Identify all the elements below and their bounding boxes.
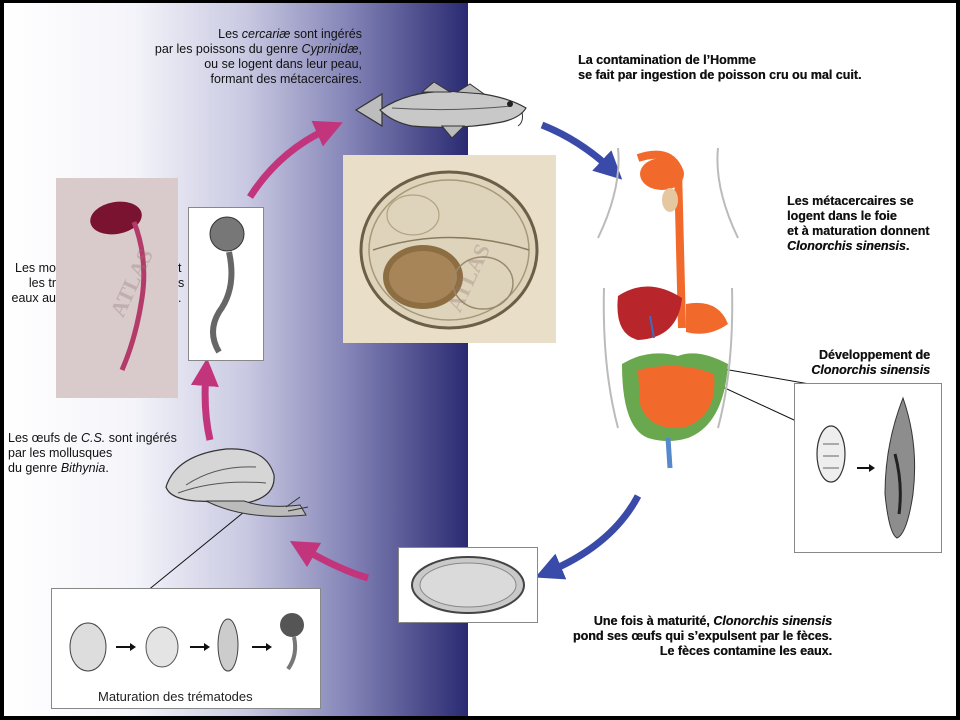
snail-icon bbox=[165, 448, 309, 517]
cercaria-photo: ATLAS bbox=[56, 178, 178, 398]
caption-developpement: Développement de Clonorchis sinensis bbox=[811, 348, 930, 377]
caption-partial-right: t s . bbox=[178, 261, 185, 305]
stage-2-icon bbox=[145, 626, 179, 668]
stage-1-icon bbox=[69, 622, 107, 672]
arrow-fish-to-human bbox=[540, 121, 623, 180]
caption-partial-left: Les mo les tr eaux au bbox=[11, 261, 56, 305]
stage-3-icon bbox=[217, 618, 239, 672]
egg-drawing-icon bbox=[411, 556, 525, 614]
fish-icon bbox=[354, 82, 527, 139]
stage-4-icon bbox=[280, 613, 304, 637]
fluke-development-frame bbox=[794, 383, 942, 553]
arrow-cercaria-to-fish bbox=[247, 120, 343, 199]
fluke-icon bbox=[816, 396, 916, 539]
egg-drawing-frame bbox=[398, 547, 538, 623]
egg-icon bbox=[359, 170, 539, 330]
maturation-sequence bbox=[69, 613, 304, 672]
cercaria-drawing-frame bbox=[188, 207, 264, 361]
caption-mollusques: Les œufs de C.S. sont ingérés par les mo… bbox=[8, 431, 177, 475]
egg-photo: ATLAS bbox=[343, 155, 556, 343]
maturation-label: Maturation des trématodes bbox=[98, 689, 253, 704]
arrow-snail-to-cercaria bbox=[190, 358, 219, 441]
human-digestive-system-icon bbox=[597, 147, 739, 469]
pointer-line-snail bbox=[135, 511, 245, 601]
maturation-frame: Maturation des trématodes bbox=[51, 588, 321, 709]
caption-maturite: Une fois à maturité, Clonorchis sinensis… bbox=[572, 614, 832, 658]
arrow-egg-to-snail bbox=[289, 540, 369, 582]
caption-contamination: La contamination de l’Homme se fait par … bbox=[578, 53, 862, 82]
cercaria-icon bbox=[90, 201, 147, 372]
caption-metacercaires: Les métacercaires se logent dans le foie… bbox=[787, 194, 930, 253]
arrow-human-to-egg bbox=[535, 494, 642, 580]
caption-cercariae: Les cercariæ sont ingérés par les poisso… bbox=[154, 27, 362, 86]
cercaria-drawing-icon bbox=[209, 216, 245, 354]
